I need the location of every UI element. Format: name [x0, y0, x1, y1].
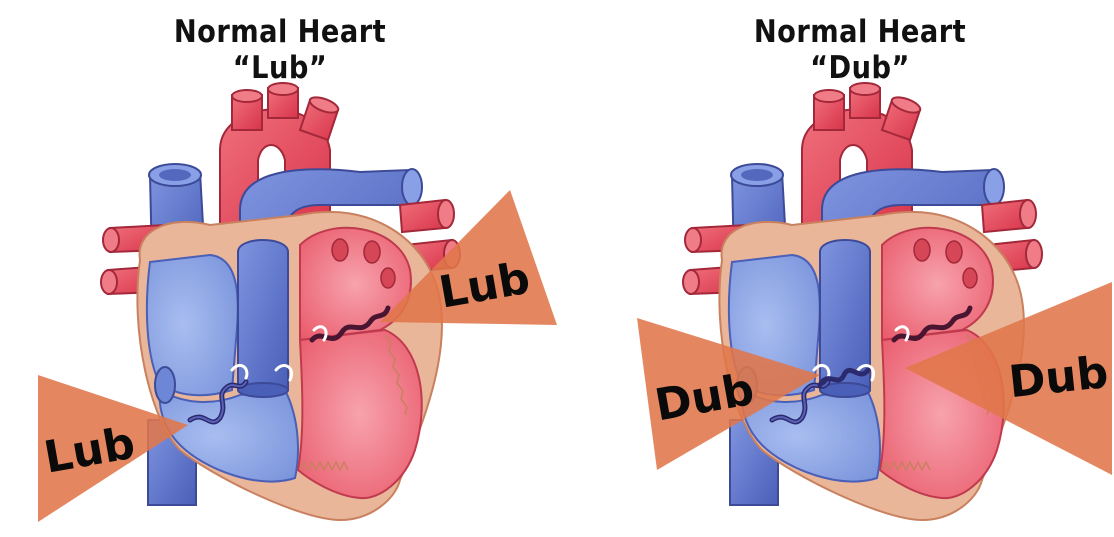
heart-illustration-dub — [683, 83, 1042, 520]
sound-label-dub-right: Dub — [1006, 347, 1110, 408]
